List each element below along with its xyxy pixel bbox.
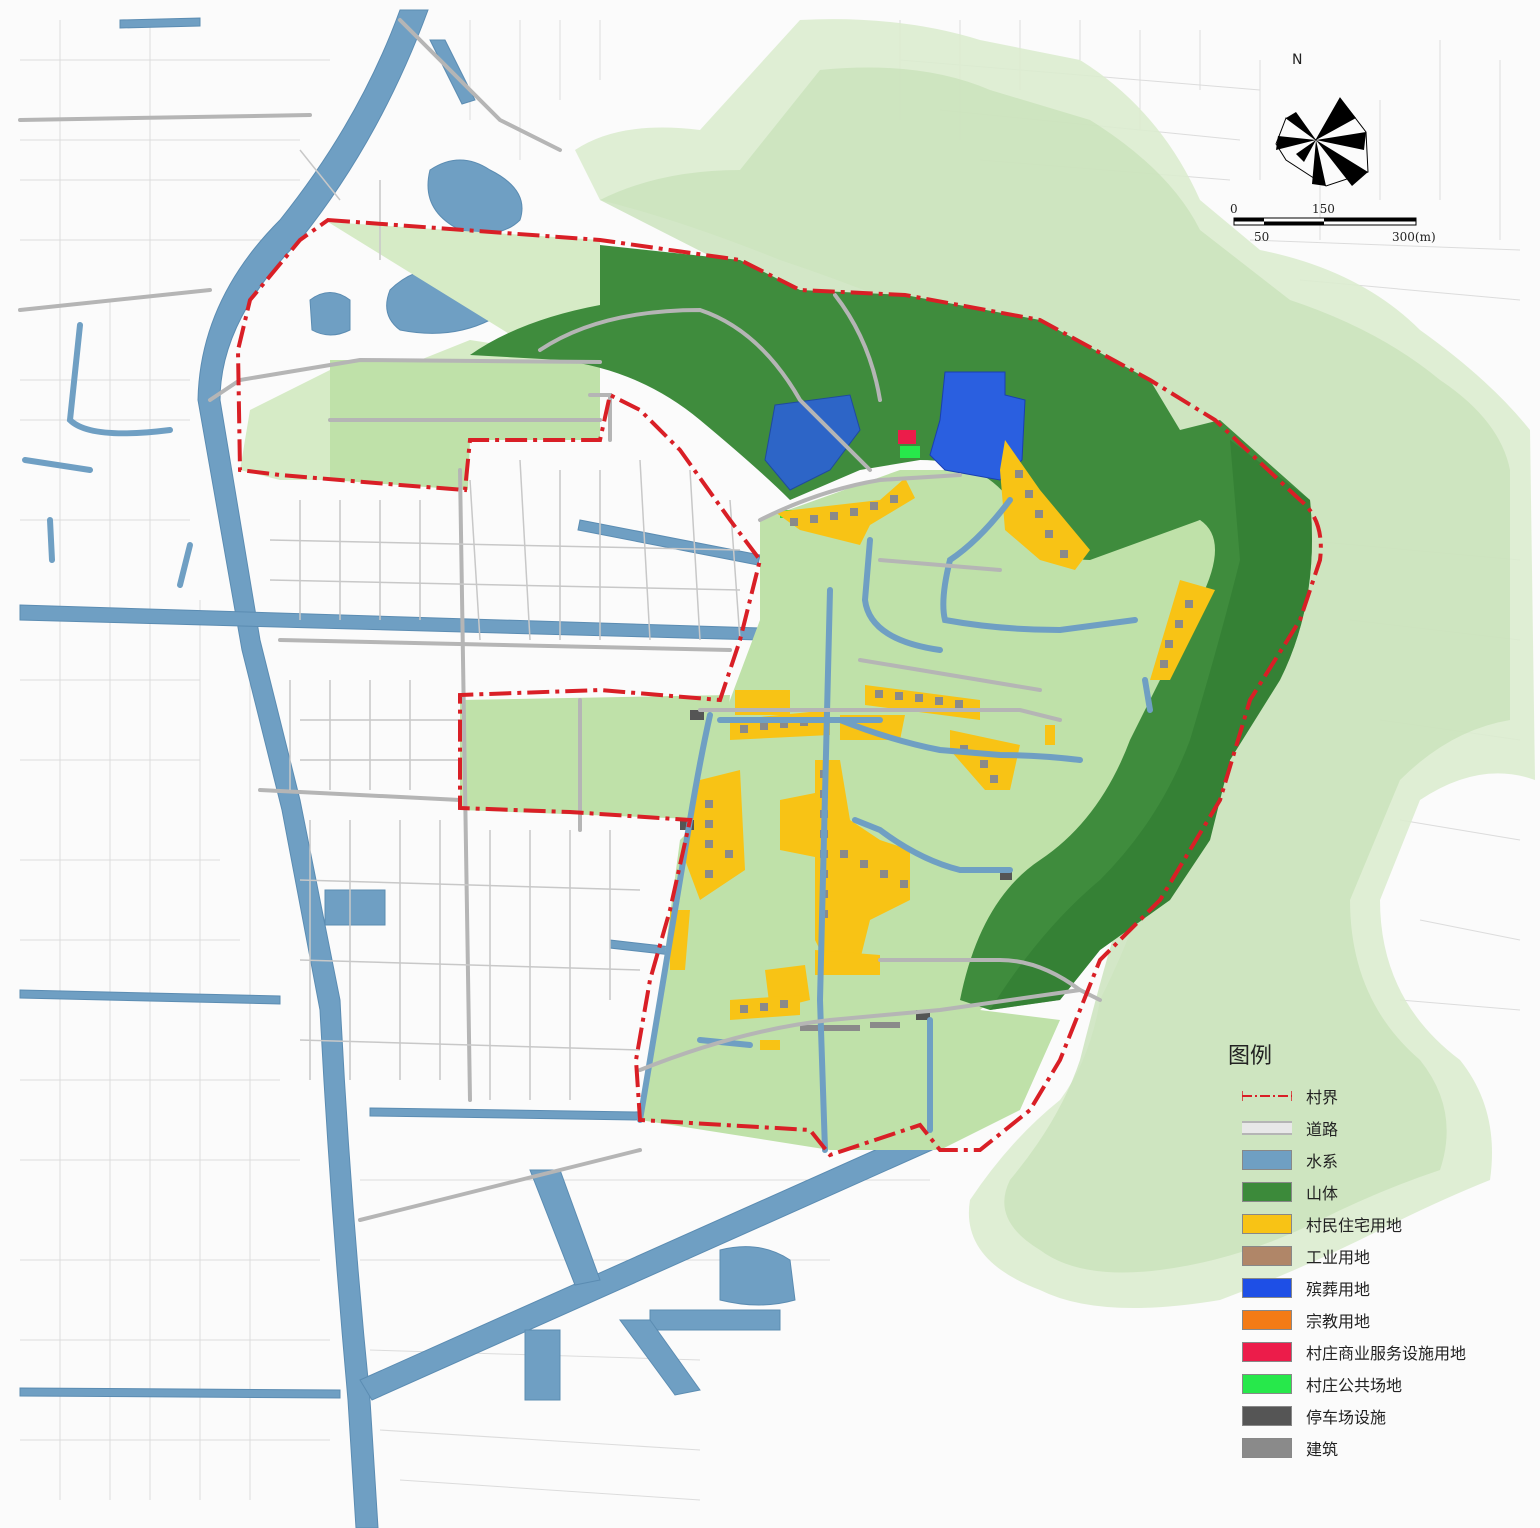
legend-label-commercial: 村庄商业服务设施用地 xyxy=(1306,1344,1467,1363)
pond-5 xyxy=(649,1309,781,1331)
legend-item-public: 村庄公共场地 xyxy=(1228,1368,1528,1400)
legend-title: 图例 xyxy=(1228,1044,1273,1069)
scale-bar-graphic xyxy=(1233,217,1417,226)
pond-3 xyxy=(324,889,386,926)
scale-label-300: 300(m) xyxy=(1392,230,1436,244)
legend-item-road: 道路 xyxy=(1228,1112,1528,1144)
legend-swatch-building xyxy=(1242,1438,1292,1458)
buildings xyxy=(705,470,1193,1031)
legend-label-industrial: 工业用地 xyxy=(1306,1248,1371,1267)
legend-swatch-public xyxy=(1242,1374,1292,1394)
funeral-land xyxy=(764,371,1026,491)
legend-swatch-road xyxy=(1242,1118,1292,1138)
legend-swatch-boundary xyxy=(1241,1086,1293,1106)
legend-label-residential: 村民住宅用地 xyxy=(1306,1216,1403,1235)
legend: 图例 村界道路水系山体村民住宅用地工业用地殡葬用地宗教用地村庄商业服务设施用地村… xyxy=(1228,1038,1528,1464)
legend-item-residential: 村民住宅用地 xyxy=(1228,1208,1528,1240)
legend-item-parking: 停车场设施 xyxy=(1228,1400,1528,1432)
roads-fine xyxy=(269,149,741,1100)
legend-label-religious: 宗教用地 xyxy=(1306,1312,1371,1331)
legend-item-funeral: 殡葬用地 xyxy=(1228,1272,1528,1304)
legend-swatch-residential xyxy=(1242,1214,1292,1234)
north-arrow xyxy=(1275,97,1369,187)
village-boundary xyxy=(235,217,1323,1158)
legend-swatch-industrial xyxy=(1242,1246,1292,1266)
legend-item-water: 水系 xyxy=(1228,1144,1528,1176)
legend-label-funeral: 殡葬用地 xyxy=(1306,1280,1371,1299)
mountain xyxy=(470,245,1312,1010)
legend-label-mountain: 山体 xyxy=(1306,1184,1339,1203)
legend-label-building: 建筑 xyxy=(1306,1440,1339,1459)
legend-label-boundary: 村界 xyxy=(1306,1088,1339,1107)
legend-swatch-mountain xyxy=(1242,1182,1292,1202)
farmland-northwest-block xyxy=(330,360,600,490)
legend-label-water: 水系 xyxy=(1306,1152,1339,1171)
legend-rows: 村界道路水系山体村民住宅用地工业用地殡葬用地宗教用地村庄商业服务设施用地村庄公共… xyxy=(1228,1080,1528,1464)
legend-item-religious: 宗教用地 xyxy=(1228,1304,1528,1336)
forest-halo-inner xyxy=(600,67,1510,1273)
legend-label-public: 村庄公共场地 xyxy=(1306,1376,1403,1395)
scale-label-150: 150 xyxy=(1312,202,1335,216)
legend-item-industrial: 工业用地 xyxy=(1228,1240,1528,1272)
legend-item-mountain: 山体 xyxy=(1228,1176,1528,1208)
legend-label-parking: 停车场设施 xyxy=(1306,1408,1387,1427)
pond-7 xyxy=(619,1319,701,1396)
pond-2 xyxy=(309,292,351,336)
legend-item-building: 建筑 xyxy=(1228,1432,1528,1464)
commercial-plot xyxy=(898,430,916,444)
legend-swatch-religious xyxy=(1242,1310,1292,1330)
canal-h3 xyxy=(19,1387,341,1399)
legend-item-commercial: 村庄商业服务设施用地 xyxy=(1228,1336,1528,1368)
pond-8 xyxy=(524,1329,561,1401)
north-label: N xyxy=(1292,52,1303,68)
legend-swatch-funeral xyxy=(1242,1278,1292,1298)
roads xyxy=(18,18,1102,1222)
legend-swatch-parking xyxy=(1242,1406,1292,1426)
legend-label-road: 道路 xyxy=(1306,1120,1339,1139)
legend-item-boundary: 村界 xyxy=(1228,1080,1528,1112)
pond-4 xyxy=(719,1246,796,1306)
lake-north xyxy=(427,159,523,234)
legend-swatch-water xyxy=(1242,1150,1292,1170)
public-plaza xyxy=(900,446,920,458)
legend-swatch-commercial xyxy=(1242,1342,1292,1362)
pond-6 xyxy=(529,1169,601,1286)
farmland-west-block xyxy=(460,695,730,820)
scale-label-0: 0 xyxy=(1230,202,1238,216)
scale-label-50: 50 xyxy=(1254,230,1270,244)
mountain-dark-edge xyxy=(990,440,1312,1010)
canal-h2 xyxy=(19,989,281,1005)
canal-n2 xyxy=(119,17,201,29)
cemetery-west xyxy=(764,394,861,491)
scale-bar: 0 150 50 300(m) xyxy=(1226,202,1466,248)
